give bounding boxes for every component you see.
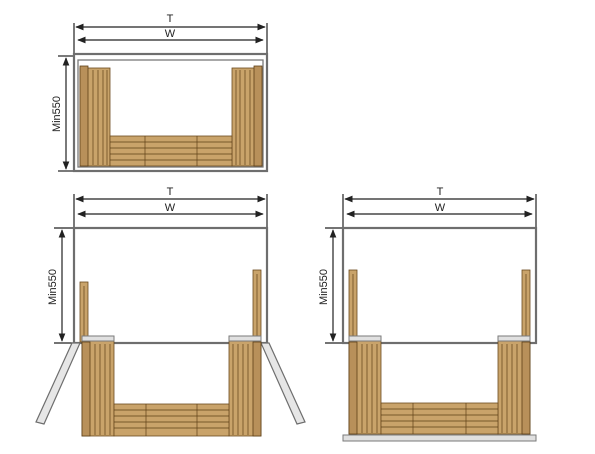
- label-w: W: [435, 202, 446, 214]
- label-t: T: [167, 13, 174, 25]
- door-left-open: [35, 342, 81, 425]
- door-right-open: [260, 342, 306, 425]
- dimension-t-bl: T: [73, 186, 268, 228]
- label-t: T: [437, 186, 444, 198]
- label-min550: Min550: [318, 269, 330, 305]
- dimension-t-br: T: [342, 186, 537, 228]
- basket-bl: [81, 335, 262, 437]
- dimension-w-br: W: [346, 202, 533, 218]
- cabinet-inner-top: [77, 59, 264, 168]
- slide-rails-br: [348, 269, 531, 343]
- label-t: T: [167, 186, 174, 198]
- base-plate-br: [342, 434, 537, 442]
- slide-rails-bl: [79, 269, 262, 343]
- dimension-min-bl: Min550: [47, 227, 74, 344]
- diagram-top: T W Min550: [51, 13, 269, 173]
- dimension-min-top: Min550: [51, 55, 74, 172]
- label-min550: Min550: [47, 269, 59, 305]
- basket-br: [348, 335, 531, 435]
- cabinet-frame-bl: [72, 226, 269, 345]
- basket-top: [79, 65, 263, 167]
- label-w: W: [165, 28, 176, 40]
- cabinet-frame-top: [72, 52, 269, 173]
- dimension-w-bl: W: [77, 202, 264, 218]
- diagram-bottom-left: T W Min550: [35, 186, 306, 437]
- dimension-min-br: Min550: [318, 227, 343, 344]
- label-min550: Min550: [51, 96, 63, 132]
- dimension-w-top: W: [77, 28, 264, 44]
- diagram-bottom-right: T W Min550: [318, 186, 538, 442]
- dimension-t-top: T: [73, 13, 268, 54]
- cabinet-frame-br: [341, 226, 538, 345]
- label-w: W: [165, 202, 176, 214]
